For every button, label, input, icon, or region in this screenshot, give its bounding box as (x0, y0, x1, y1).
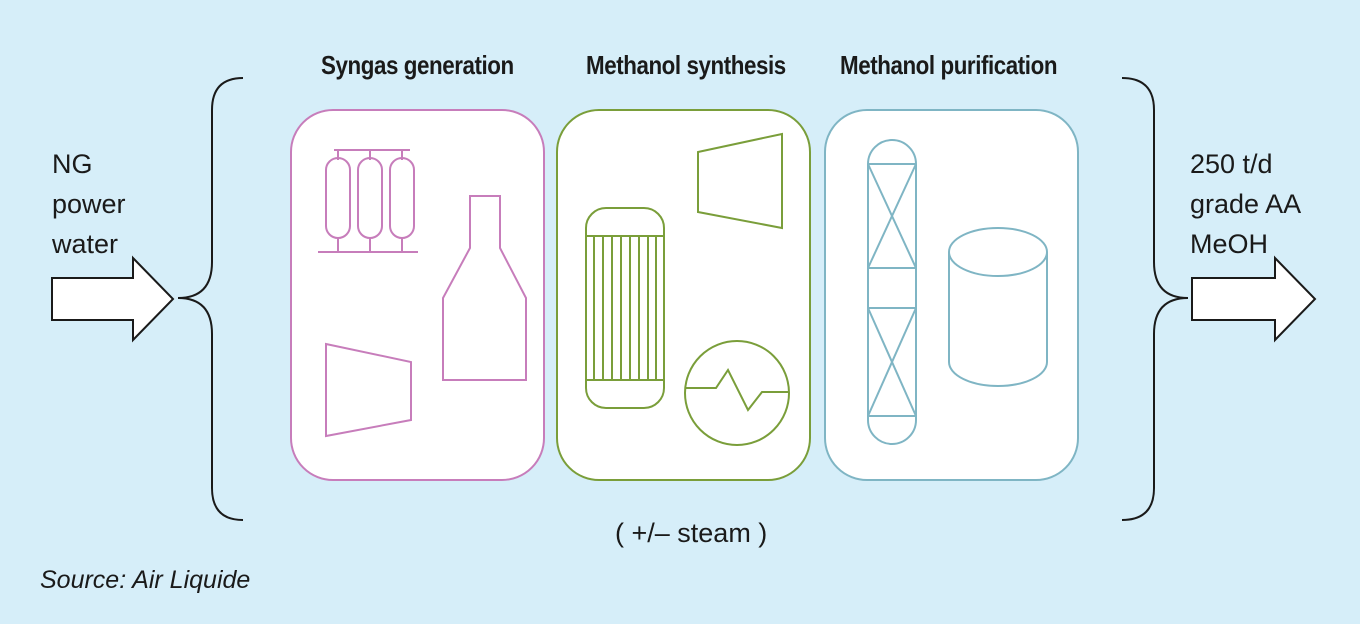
right-brace (1121, 77, 1189, 521)
input-arrow (51, 255, 175, 343)
methanol-synthesis-box (556, 109, 811, 481)
syngas-generation-box (290, 109, 545, 481)
input-ng: NG (52, 149, 93, 179)
storage-tank-icon (948, 227, 1048, 387)
output-grade: grade AA (1190, 189, 1302, 219)
stage-title-purification: Methanol purification (840, 50, 1058, 80)
output-product: MeOH (1190, 229, 1269, 259)
output-capacity: 250 t/d (1190, 149, 1273, 179)
stage-title-syngas: Syngas generation (321, 50, 514, 80)
left-brace (177, 77, 244, 521)
compressor-icon (697, 132, 783, 230)
input-labels: NG power water (52, 144, 126, 264)
input-power: power (52, 189, 126, 219)
output-labels: 250 t/d grade AA MeOH (1190, 144, 1301, 264)
heat-exchanger-icon (684, 340, 790, 446)
reactor-icon (585, 207, 665, 409)
steam-note: ( +/– steam ) (615, 518, 768, 548)
reformer-tubes-icon (318, 149, 418, 253)
compressor-icon (325, 342, 412, 438)
source-credit: Source: Air Liquide (40, 566, 251, 594)
distillation-column-icon (867, 139, 917, 445)
stage-title-synthesis: Methanol synthesis (586, 50, 786, 80)
furnace-stack-icon (442, 195, 527, 381)
output-arrow (1191, 255, 1317, 343)
input-water: water (52, 229, 119, 259)
methanol-purification-box (824, 109, 1079, 481)
